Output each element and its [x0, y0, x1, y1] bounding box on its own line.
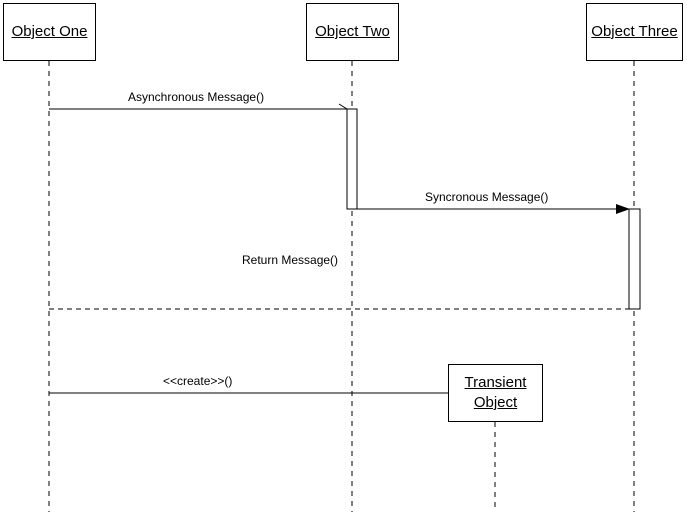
- sync-message-label: Syncronous Message(): [425, 190, 549, 204]
- object-two-box: Object Two: [306, 3, 399, 61]
- activation-bar-object-three: [628, 208, 641, 310]
- transient-object-box: Transient Object: [448, 364, 543, 422]
- transient-object-label-line1: Transient: [464, 374, 527, 391]
- object-one-label: Object One: [11, 23, 88, 40]
- object-three-box: Object Three: [586, 3, 683, 61]
- object-one-box: Object One: [3, 3, 96, 61]
- transient-object-label-line2: Object: [473, 394, 518, 411]
- create-message-label: <<create>>(): [163, 374, 233, 388]
- async-message-arrowhead: [338, 103, 348, 110]
- object-three-label: Object Three: [591, 23, 678, 40]
- return-message-label: Return Message(): [242, 253, 339, 267]
- object-two-label: Object Two: [315, 23, 390, 40]
- async-message-label: Asynchronous Message(): [128, 90, 265, 104]
- activation-bar-object-two: [346, 108, 358, 210]
